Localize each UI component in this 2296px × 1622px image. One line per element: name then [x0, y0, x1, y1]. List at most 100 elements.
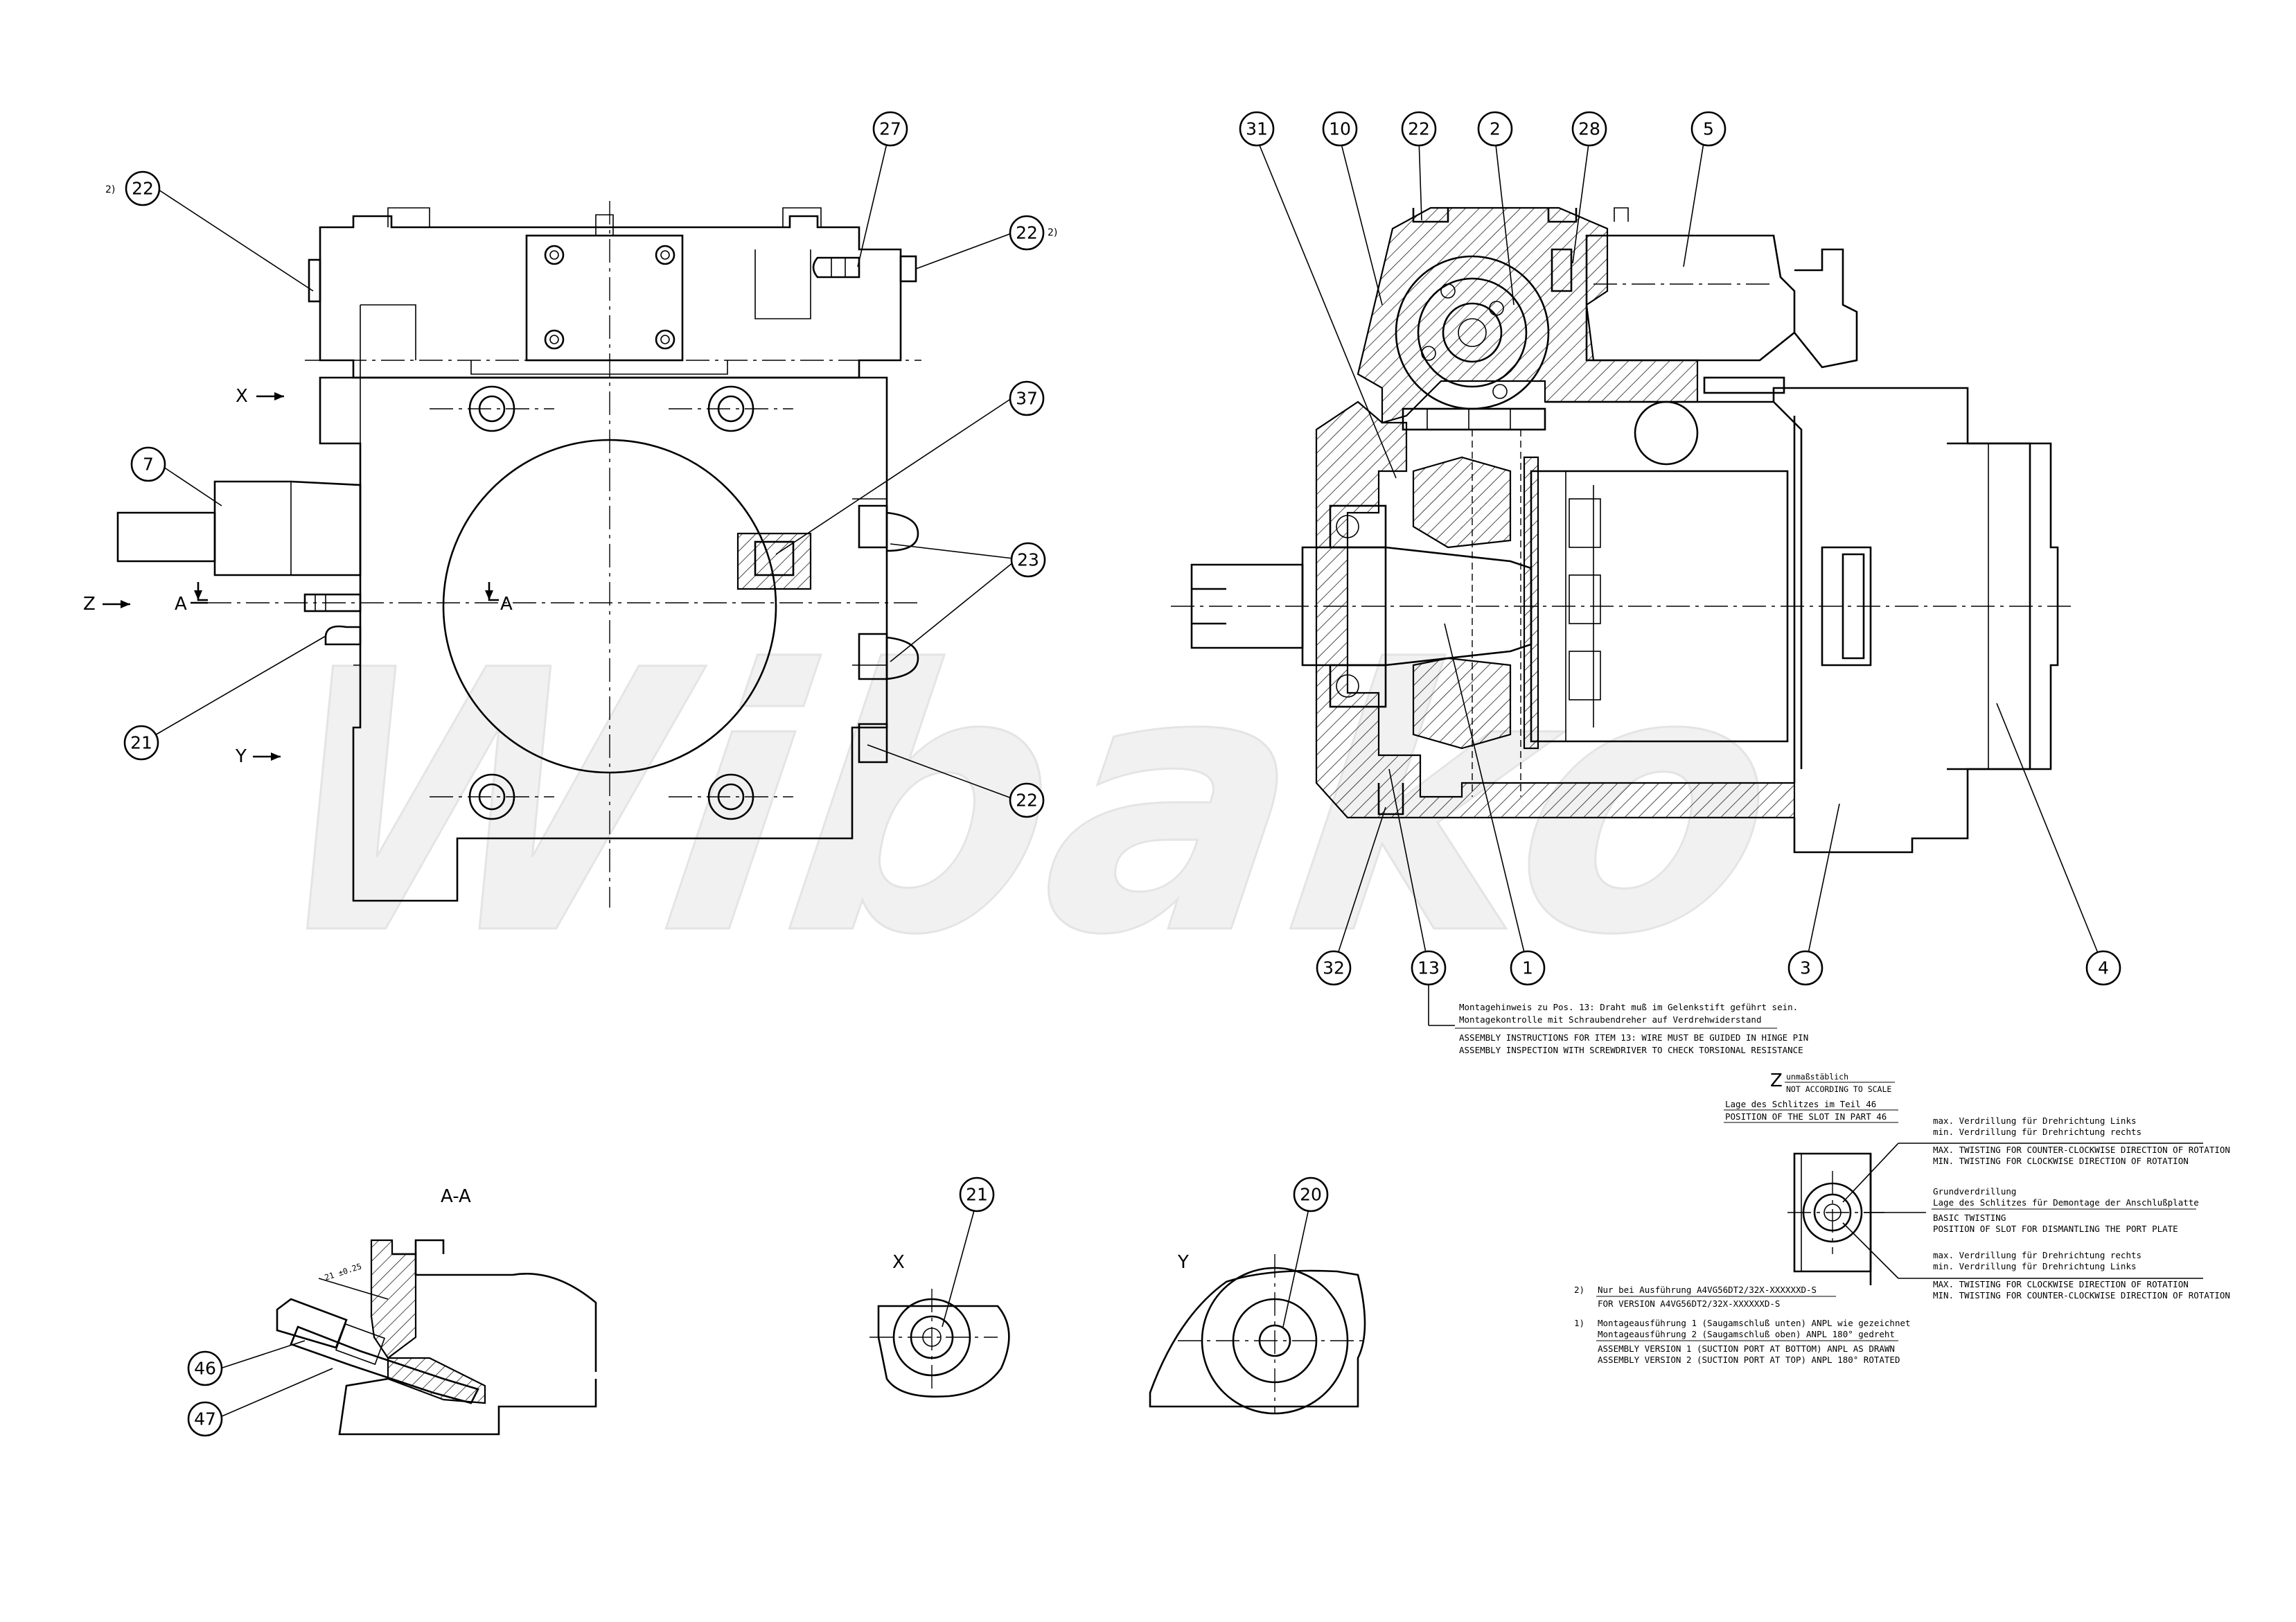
- assembly-note-de-2: Montagekontrolle mit Schraubendreher auf…: [1459, 1014, 1762, 1025]
- balloon-32: 32: [1316, 950, 1352, 986]
- svg-text:1: 1: [1522, 958, 1533, 978]
- slot-dismantle-en: POSITION OF SLOT FOR DISMANTLING THE POR…: [1933, 1224, 2178, 1234]
- svg-text:22: 22: [1016, 791, 1038, 811]
- view-z-title: Z: [1770, 1070, 1783, 1091]
- svg-text:22: 22: [1408, 119, 1430, 139]
- basic-twisting-en: BASIC TWISTING: [1933, 1213, 2006, 1223]
- min-right-de: min. Verdrillung für Drehrichtung rechts: [1933, 1127, 2142, 1137]
- svg-text:21: 21: [966, 1185, 988, 1205]
- footnote-1-de-1: Montageausführung 1 (Saugamschluß unten)…: [1598, 1318, 1911, 1328]
- footnote-2-mark: 2): [1574, 1285, 1584, 1295]
- footnote-2-en: FOR VERSION A4VG56DT2/32X-XXXXXXD-S: [1598, 1298, 1780, 1309]
- balloon-23: 23: [1010, 542, 1046, 578]
- view-z-not-to-scale-en: NOT ACCORDING TO SCALE: [1786, 1084, 1891, 1094]
- svg-text:4: 4: [2098, 958, 2109, 978]
- footnote-2-de: Nur bei Ausführung A4VG56DT2/32X-XXXXXXD…: [1598, 1285, 1817, 1295]
- balloon-22-top-right: 22: [1009, 215, 1045, 251]
- balloon-13: 13: [1411, 950, 1447, 986]
- balloon-3: 3: [1787, 950, 1823, 986]
- svg-text:3: 3: [1800, 958, 1811, 978]
- section-dimension: 21 ±0.25: [324, 1261, 363, 1282]
- side-section-view: [1171, 206, 2072, 854]
- svg-text:27: 27: [879, 119, 901, 139]
- balloon-47: 47: [187, 1401, 223, 1437]
- assembly-note: Montagehinweis zu Pos. 13: Draht muß im …: [1429, 1002, 1808, 1055]
- view-y-title: Y: [1177, 1252, 1189, 1273]
- balloon-7: 7: [130, 446, 166, 482]
- balloon-31: 31: [1239, 111, 1275, 147]
- svg-text:10: 10: [1329, 119, 1351, 139]
- max-left-de: max. Verdrillung für Drehrichtung Links: [1933, 1116, 2137, 1126]
- footnote-1-mark: 1): [1574, 1318, 1584, 1328]
- balloon-10: 10: [1322, 111, 1358, 147]
- balloon-4: 4: [2085, 950, 2121, 986]
- assembly-note-en-1: ASSEMBLY INSTRUCTIONS FOR ITEM 13: WIRE …: [1459, 1032, 1808, 1043]
- side-leaders: [1256, 138, 2104, 1025]
- footnote-1-de-2: Montageausführung 2 (Saugamschluß oben) …: [1598, 1329, 1895, 1339]
- svg-text:47: 47: [194, 1409, 216, 1429]
- footnote-mark-22-left: 2): [105, 184, 115, 195]
- balloon-22-side: 22: [1401, 111, 1437, 147]
- min-ccw-en: MIN. TWISTING FOR COUNTER-CLOCKWISE DIRE…: [1933, 1290, 2230, 1301]
- balloon-22-bottom: 22: [1009, 782, 1045, 818]
- footnote-mark-22-right: 2): [1048, 227, 1057, 238]
- slot-note-en: POSITION OF THE SLOT IN PART 46: [1725, 1111, 1887, 1122]
- svg-text:5: 5: [1703, 119, 1714, 139]
- svg-text:31: 31: [1246, 119, 1268, 139]
- footnote-1-en-1: ASSEMBLY VERSION 1 (SUCTION PORT AT BOTT…: [1598, 1343, 1895, 1354]
- svg-text:23: 23: [1017, 550, 1039, 570]
- min-cw-en: MIN. TWISTING FOR CLOCKWISE DIRECTION OF…: [1933, 1156, 2189, 1166]
- slot-dismantle-de: Lage des Schlitzes für Demontage der Ans…: [1933, 1197, 2199, 1208]
- svg-text:32: 32: [1323, 958, 1345, 978]
- balloon-5: 5: [1690, 111, 1727, 147]
- min-left-de: min. Verdrillung für Drehrichtung Links: [1933, 1261, 2137, 1271]
- front-balloons: 2) 22 27 22 2) 37 7 23 21 22: [105, 111, 1057, 818]
- max-ccw-en: MAX. TWISTING FOR COUNTER-CLOCKWISE DIRE…: [1933, 1145, 2230, 1155]
- front-view: [116, 201, 921, 908]
- arrow-z-label: Z: [83, 594, 96, 615]
- balloon-27: 27: [872, 111, 908, 147]
- svg-text:28: 28: [1578, 119, 1600, 139]
- balloon-22-top-left: 22: [125, 170, 161, 206]
- front-leaders: [153, 128, 1014, 799]
- max-right-de: max. Verdrillung für Drehrichtung rechts: [1933, 1250, 2142, 1260]
- balloon-1: 1: [1510, 950, 1546, 986]
- balloon-20: 20: [1293, 1176, 1329, 1213]
- svg-text:37: 37: [1016, 389, 1038, 409]
- arrow-a-right-label: A: [500, 594, 513, 615]
- arrow-a-left-label: A: [175, 594, 187, 615]
- slot-note-de: Lage des Schlitzes im Teil 46: [1725, 1099, 1876, 1109]
- view-x-detail: X 21: [869, 1176, 1010, 1398]
- svg-text:13: 13: [1418, 958, 1440, 978]
- balloon-37: 37: [1009, 380, 1045, 416]
- arrow-y-label: Y: [235, 746, 247, 767]
- section-aa-title: A-A: [441, 1186, 471, 1207]
- side-balloons: 31 10 22 2 28 5 32 13 1 3 4: [1239, 111, 2121, 986]
- max-cw-en: MAX. TWISTING FOR CLOCKWISE DIRECTION OF…: [1933, 1279, 2189, 1289]
- svg-text:21: 21: [130, 733, 152, 753]
- svg-text:22: 22: [1016, 223, 1038, 243]
- svg-text:2: 2: [1490, 119, 1501, 139]
- view-x-title: X: [892, 1252, 905, 1273]
- svg-text:22: 22: [132, 179, 154, 199]
- balloon-21-x-view: 21: [959, 1176, 995, 1213]
- balloon-28: 28: [1571, 111, 1607, 147]
- assembly-note-en-2: ASSEMBLY INSPECTION WITH SCREWDRIVER TO …: [1459, 1045, 1803, 1055]
- footnotes: 2) Nur bei Ausführung A4VG56DT2/32X-XXXX…: [1574, 1285, 1911, 1365]
- section-aa-view: A-A 21 ±0.25 46 47: [187, 1186, 597, 1437]
- assembly-note-de-1: Montagehinweis zu Pos. 13: Draht muß im …: [1459, 1002, 1798, 1012]
- balloon-21-front: 21: [123, 725, 159, 761]
- svg-text:7: 7: [143, 455, 154, 475]
- basic-twisting-de: Grundverdrillung: [1933, 1186, 2016, 1197]
- svg-text:46: 46: [194, 1359, 216, 1379]
- view-y-detail: Y 20: [1149, 1176, 1366, 1415]
- balloon-2: 2: [1477, 111, 1513, 147]
- view-arrows: X Y Z A A: [83, 386, 513, 767]
- footnote-1-en-2: ASSEMBLY VERSION 2 (SUCTION PORT AT TOP)…: [1598, 1355, 1900, 1365]
- arrow-x-label: X: [236, 386, 248, 407]
- svg-text:20: 20: [1300, 1185, 1322, 1205]
- view-z-not-to-scale-de: unmaßstäblich: [1786, 1072, 1848, 1082]
- balloon-46: 46: [187, 1350, 223, 1386]
- view-z-detail: Z unmaßstäblich NOT ACCORDING TO SCALE L…: [1724, 1070, 2230, 1301]
